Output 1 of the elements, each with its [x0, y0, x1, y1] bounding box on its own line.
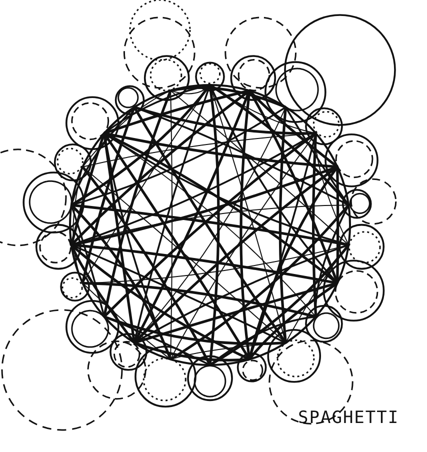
caption: SPAGHETTI [298, 408, 400, 428]
